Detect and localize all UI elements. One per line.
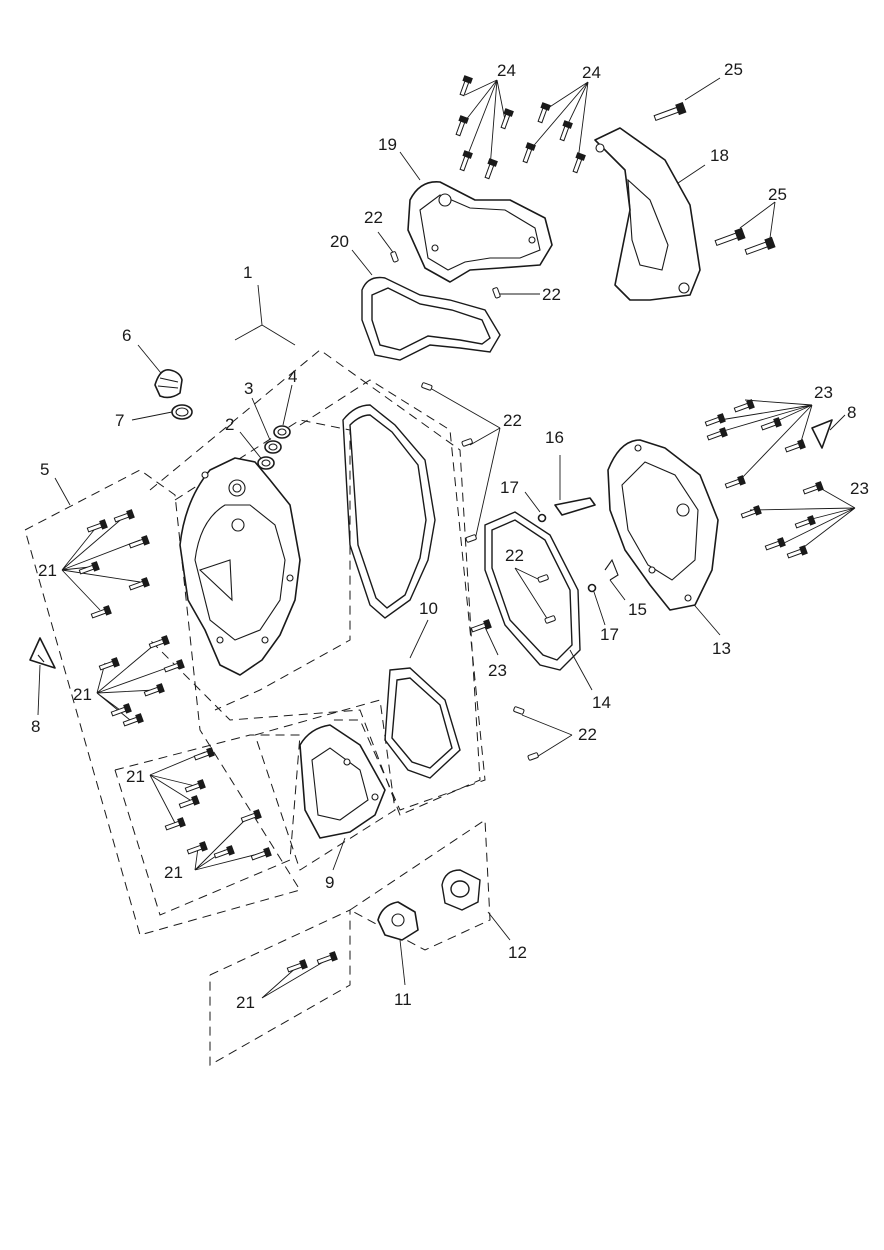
callout-21-d: 21: [164, 863, 183, 882]
callout-24-a: 24: [497, 61, 516, 80]
o-ring: [171, 404, 193, 420]
callout-25-b: 25: [768, 185, 787, 204]
callout-24-b: 24: [582, 63, 601, 82]
callout-22-a: 22: [364, 208, 383, 227]
plug-cover: [377, 901, 419, 941]
assembly-outline-9: [114, 734, 301, 916]
callout-21-a: 21: [38, 561, 57, 580]
warning-label-left: [29, 637, 56, 669]
callout-18: 18: [710, 146, 729, 165]
callout-14: 14: [592, 693, 611, 712]
callout-4: 4: [288, 367, 297, 386]
callout-5: 5: [40, 460, 49, 479]
dowel-pins: [390, 251, 556, 761]
callout-23-a: 23: [488, 661, 507, 680]
assembly-boundaries: [24, 349, 491, 1066]
engine-mount-bracket: [594, 127, 701, 301]
callout-3: 3: [244, 379, 253, 398]
callout-22-e: 22: [578, 725, 597, 744]
inspection-gasket: [384, 667, 461, 779]
callout-9: 9: [325, 873, 334, 892]
callout-22-c: 22: [503, 411, 522, 430]
callout-16: 16: [545, 428, 564, 447]
callout-1: 1: [243, 263, 252, 282]
wire-clip: [604, 558, 619, 581]
warning-label-right: [811, 419, 833, 449]
plug-gasket: [441, 869, 481, 911]
callout-8-right: 8: [847, 403, 856, 422]
inspection-cover: [299, 724, 386, 839]
callout-2: 2: [225, 415, 234, 434]
assembly-outline-11: [209, 909, 351, 1066]
callout-21-e: 21: [236, 993, 255, 1012]
callout-17-top: 17: [500, 478, 519, 497]
assembly-outline-5: [24, 469, 301, 936]
callout-15: 15: [628, 600, 647, 619]
callout-13: 13: [712, 639, 731, 658]
callout-10: 10: [419, 599, 438, 618]
callout-21-b: 21: [73, 685, 92, 704]
callout-23-c: 23: [850, 479, 869, 498]
bolts: [78, 75, 824, 973]
callout-8-left: 8: [31, 717, 40, 736]
clutch-cover: [179, 457, 301, 676]
oil-filler-cap: [154, 368, 183, 399]
callout-23-b: 23: [814, 383, 833, 402]
cable-bracket: [554, 497, 596, 516]
grommet-top: [537, 513, 547, 523]
callout-22-d: 22: [505, 546, 524, 565]
assembly-outline-1: [149, 349, 481, 816]
grommet-bottom: [587, 583, 597, 593]
callout-12: 12: [508, 943, 527, 962]
alternator-cover-gasket: [484, 511, 581, 671]
assembly-outline-9b: [254, 699, 396, 871]
callout-19: 19: [378, 135, 397, 154]
alternator-cover: [607, 439, 719, 611]
assembly-outline-12: [349, 819, 491, 951]
upper-cover-gasket: [361, 276, 501, 361]
leader-lines: [37, 77, 856, 999]
callout-20: 20: [330, 232, 349, 251]
callout-6: 6: [122, 326, 131, 345]
callout-21-c: 21: [126, 767, 145, 786]
upper-cover: [407, 181, 553, 283]
seals: [257, 425, 291, 470]
callout-22-b: 22: [542, 285, 561, 304]
callout-25-a: 25: [724, 60, 743, 79]
clutch-cover-gasket: [342, 404, 436, 619]
callout-labels: 1 2 3 4 5 6 7 8 8 9 10 11 12 13 14 15 16…: [31, 60, 869, 1012]
callout-11: 11: [394, 990, 412, 1009]
callout-17-bottom: 17: [600, 625, 619, 644]
callout-7: 7: [115, 411, 124, 430]
assembly-outline-10: [299, 379, 486, 811]
